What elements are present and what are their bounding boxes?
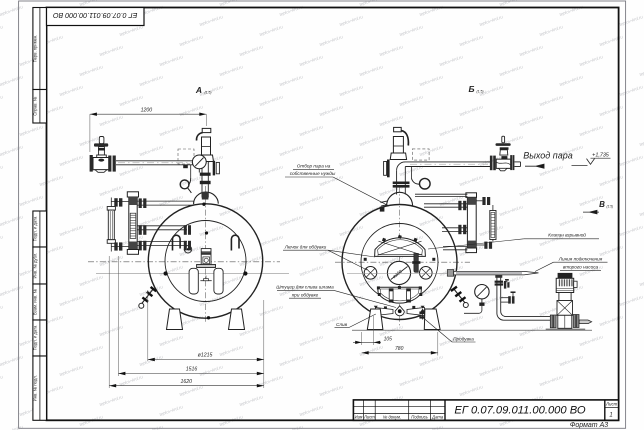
svg-text:ЕГ 0.07.09.011.00.000 ВО: ЕГ 0.07.09.011.00.000 ВО [454,405,586,417]
svg-text:1200: 1200 [141,107,153,113]
svg-text:1516: 1516 [186,367,198,373]
svg-text:teplov-krd.ru: teplov-krd.ru [639,274,644,287]
svg-text:Лючок для обдувки: Лючок для обдувки [284,245,327,250]
svg-text:Справ. №: Справ. № [33,96,38,116]
svg-text:Подп. и дата: Подп. и дата [33,325,38,350]
svg-text:Подпись: Подпись [411,415,428,420]
svg-text:(1:5): (1:5) [205,91,212,95]
svg-text:Инв. № подл.: Инв. № подл. [33,375,38,401]
svg-text:1: 1 [609,413,612,419]
svg-text:Подп. и дата: Подп. и дата [33,216,38,241]
svg-text:Инв. № дубл.: Инв. № дубл. [33,253,38,279]
svg-text:Формат А3: Формат А3 [570,422,608,429]
svg-text:В: В [599,200,605,209]
svg-text:№ докум.: № докум. [383,415,401,420]
svg-text:Слив: Слив [336,322,348,327]
svg-text:780: 780 [395,346,404,352]
svg-text:teplov-krd.ru: teplov-krd.ru [639,64,644,77]
svg-text:Взам. инв. №: Взам. инв. № [33,289,38,315]
svg-text:ø1215: ø1215 [198,353,213,359]
svg-text:Лист: Лист [605,402,618,407]
svg-text:(1:5): (1:5) [607,205,614,209]
svg-text:teplov-krd.ru: teplov-krd.ru [279,424,304,430]
svg-text:teplov-krd.ru: teplov-krd.ru [419,424,444,430]
svg-text:собственные нужды: собственные нужды [290,171,336,176]
svg-text:при обдувке: при обдувке [292,292,319,297]
svg-text:1620: 1620 [181,379,193,385]
svg-text:105: 105 [384,336,393,342]
svg-text:+1,735: +1,735 [592,153,610,159]
svg-text:Выход пара: Выход пара [523,151,572,161]
svg-text:Отбор пара на: Отбор пара на [297,164,331,169]
svg-text:Изм: Изм [355,415,363,420]
svg-text:teplov-krd.ru: teplov-krd.ru [139,424,164,430]
svg-text:teplov-krd.ru: teplov-krd.ru [639,204,644,217]
svg-text:Линия подключения: Линия подключения [558,256,603,261]
svg-text:А: А [195,85,202,95]
svg-text:Б: Б [468,84,474,94]
svg-text:(1:5): (1:5) [477,90,484,94]
svg-text:ø250: ø250 [392,269,404,280]
svg-text:Перв. примен.: Перв. примен. [33,35,38,63]
svg-text:второго насоса: второго насоса [563,264,599,269]
svg-text:teplov-krd.ru: teplov-krd.ru [639,134,644,147]
svg-text:Продувка: Продувка [453,336,474,341]
svg-text:teplov-krd.ru: teplov-krd.ru [0,424,24,430]
svg-text:Штуцер для слива шлама: Штуцер для слива шлама [276,285,334,290]
svg-text:Лист: Лист [363,415,375,420]
svg-text:ЕГ 0.07.09.011.00.000 ВО: ЕГ 0.07.09.011.00.000 ВО [53,11,138,20]
svg-text:Дата: Дата [431,415,444,420]
svg-text:Клапан взрывной: Клапан взрывной [548,231,586,237]
